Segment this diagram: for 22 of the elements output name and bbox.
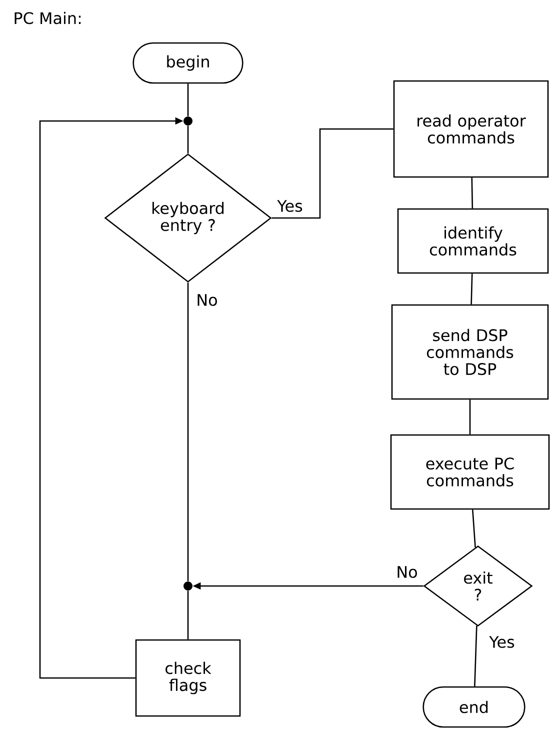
title: PC Main: xyxy=(14,12,81,24)
junction-dot xyxy=(184,116,192,126)
connector xyxy=(469,400,471,434)
process-box: identify commands xyxy=(397,208,549,274)
junction-dot xyxy=(184,582,192,590)
process-box: read operator commands xyxy=(393,80,549,178)
connector xyxy=(272,128,394,219)
connector xyxy=(472,510,476,548)
connector xyxy=(187,126,189,154)
process-box: execute PC commands xyxy=(390,434,550,510)
edge-label: Yes xyxy=(276,199,304,213)
connector xyxy=(470,274,473,304)
connector xyxy=(187,590,189,640)
process-box: send DSP commands to DSP xyxy=(391,304,549,400)
process-box: check flags xyxy=(135,639,241,717)
connector xyxy=(474,626,478,686)
edge-label: Yes xyxy=(488,635,516,649)
connector xyxy=(187,282,189,582)
edge-label: No xyxy=(195,293,219,307)
connector xyxy=(187,84,189,116)
edge-label: No xyxy=(395,565,419,579)
connector xyxy=(471,178,474,208)
